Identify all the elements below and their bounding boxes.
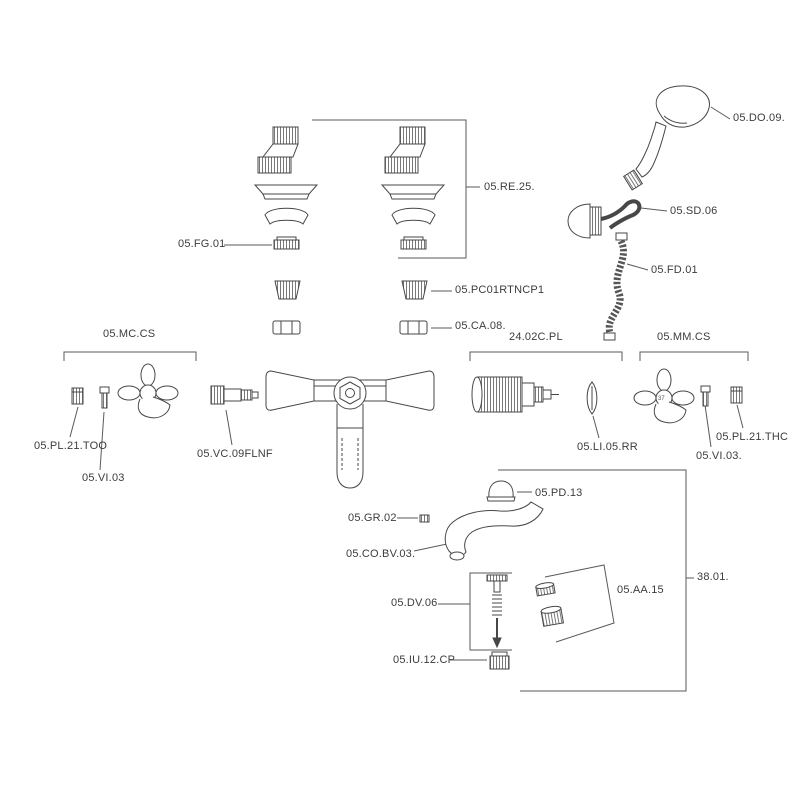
leader-cobv03 [413,543,448,552]
label-05-do-09: 05.DO.09. [733,112,785,124]
bracket-aa15 [544,564,615,643]
bracket-mccs [63,351,197,361]
adapter-right [401,280,428,300]
shower-hose [603,232,628,341]
leader-li05rr [592,415,600,439]
leader-pl21too [69,406,79,438]
thermostatic-cartridge [471,376,559,413]
shower-holder [567,199,642,239]
label-05-vc-09flnf: 05.VC.09FLNF [197,448,273,460]
label-05-re-25: 05.RE.25. [484,181,535,193]
wall-union-right [384,126,426,174]
label-05-fd-01: 05.FD.01 [651,264,698,276]
bracket-3801 [498,469,694,692]
label-05-fg-01: 05.FG.01 [178,238,226,250]
union-nut-left [272,320,301,335]
label-05-vi-03-left: 05.VI.03 [82,472,125,484]
spout-cap [486,480,516,502]
label-05-gr-02: 05.GR.02 [348,512,397,524]
valve-cartridge [210,385,259,405]
label-05-pc01rtncp1: 05.PC01RTNCP1 [455,284,545,296]
label-05-pd-13: 05.PD.13 [535,487,583,499]
retainer-clip [586,381,598,415]
friction-ring-left [273,236,300,250]
leader-vc09flnf [225,409,233,446]
label-05-sd-06: 05.SD.06 [670,205,718,217]
bracket-dv06 [469,572,512,651]
handle-screw-right [700,385,711,407]
wall-union-left [257,126,299,174]
cross-handle-right: 37 [633,368,695,424]
label-05-dv-06: 05.DV.06 [391,597,438,609]
dome-cover-right [391,207,436,225]
grub-screw-right [730,386,743,404]
label-05-vi-03-right: 05.VI.03. [696,450,742,462]
cross-handle-left [117,363,179,419]
bracket-2402cpl [469,351,623,361]
adapter-left [274,280,301,300]
spout-gasket [419,514,430,523]
check-valve [489,651,510,670]
leader-vi03-left [99,411,105,471]
label-05-iu-12-cp: 05.IU.12.CP [393,654,456,666]
label-05-pl-21-thc: 05.PL.21.THC [716,431,789,443]
leader-pl21thc [736,404,744,429]
bracket-mmcs [639,351,749,361]
label-38-01: 38.01. [697,571,729,583]
leader-vi03-right [704,404,712,448]
handle-index-mark: 37 [658,396,665,402]
union-nut-right [399,320,428,335]
bracket-re25 [312,119,480,259]
label-05-li-05-rr: 05.LI.05.RR [577,441,638,453]
label-24-02c-pl: 24.02C.PL [509,331,563,343]
leader-sd06 [640,207,668,212]
label-05-aa-15: 05.AA.15 [617,584,664,596]
label-05-mc-cs: 05.MC.CS [103,328,156,340]
label-05-co-bv-03: 05.CO.BV.03. [346,548,416,560]
aerator-parts [535,582,565,627]
handle-screw-left [99,386,110,409]
escutcheon-left [253,184,319,200]
tub-spout [444,501,544,561]
hand-shower [622,85,710,191]
friction-ring-right [400,236,427,250]
label-05-mm-cs: 05.MM.CS [657,331,711,343]
faucet-body [265,370,435,489]
label-05-ca-08: 05.CA.08. [455,320,506,332]
escutcheon-right [380,184,446,200]
leader-do09 [710,106,731,120]
dome-cover-left [264,207,309,225]
diverter-assembly [486,574,508,649]
grub-screw-left [71,387,84,405]
leader-fd01 [626,263,649,271]
label-05-pl-21-too: 05.PL.21.TOO [34,440,108,452]
